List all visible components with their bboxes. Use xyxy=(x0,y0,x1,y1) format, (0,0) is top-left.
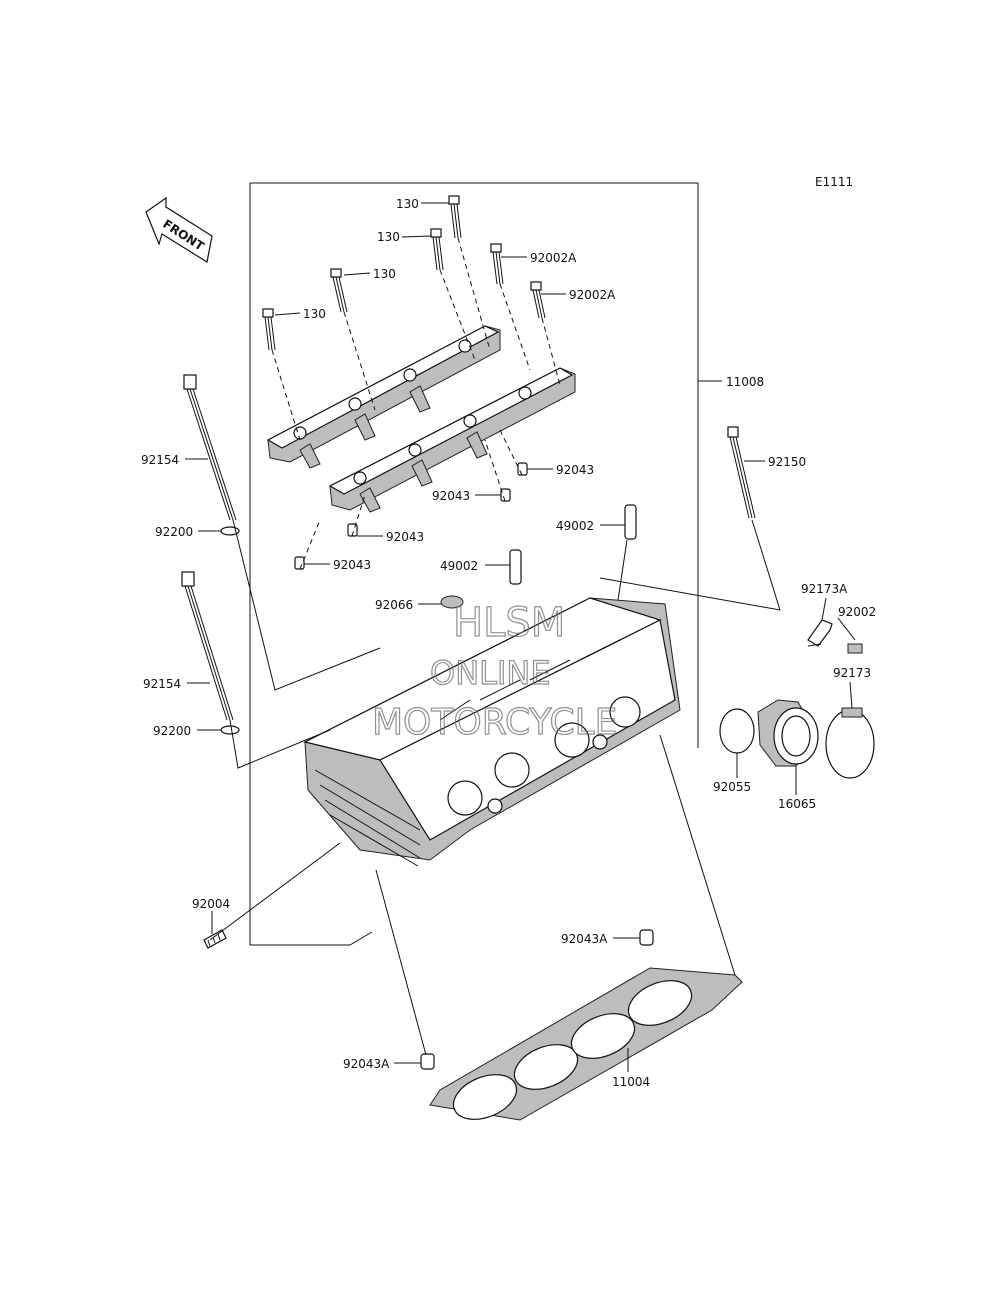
callout-92043A: 92043A xyxy=(343,1057,390,1071)
hose-clamp xyxy=(825,707,875,779)
intake-holder xyxy=(757,699,819,767)
watermark: HLSM ONLINE MOTORCYCLE xyxy=(371,599,618,743)
callout-92173: 92173 xyxy=(833,666,871,680)
callout-labels: 130 130 130 130 92002A 92002A 11008 9215… xyxy=(141,197,876,1089)
watermark-line-1: HLSM xyxy=(453,600,565,646)
callout-92043: 92043 xyxy=(556,463,594,477)
cap-bolts xyxy=(262,195,546,351)
callout-49002: 49002 xyxy=(556,519,594,533)
plug xyxy=(440,595,464,609)
callout-92043: 92043 xyxy=(386,530,424,544)
callout-92043: 92043 xyxy=(333,558,371,572)
head-gasket xyxy=(429,967,743,1121)
callout-92055: 92055 xyxy=(713,780,751,794)
assembly-lines xyxy=(209,237,781,1056)
callout-92043: 92043 xyxy=(432,489,470,503)
callout-92173A: 92173A xyxy=(801,582,848,596)
camshaft-cap-lower xyxy=(328,367,576,513)
o-ring xyxy=(719,708,755,754)
watermark-line-2: ONLINE xyxy=(430,654,551,692)
callout-leaders xyxy=(185,202,856,1072)
callout-92200: 92200 xyxy=(155,525,193,539)
cylinder-head xyxy=(303,597,681,867)
callout-92002A: 92002A xyxy=(530,251,577,265)
callout-92002A: 92002A xyxy=(569,288,616,302)
stud-right xyxy=(727,426,756,519)
dowel-a-upper xyxy=(639,929,654,946)
callout-92004: 92004 xyxy=(192,897,230,911)
dowel-a-lower xyxy=(420,1053,435,1070)
callout-16065: 16065 xyxy=(778,797,816,811)
callout-130: 130 xyxy=(373,267,396,281)
oil-pipes xyxy=(509,504,637,585)
callout-92154: 92154 xyxy=(141,453,179,467)
assembly-frame xyxy=(249,182,699,946)
callout-130: 130 xyxy=(303,307,326,321)
studs-left xyxy=(181,374,240,735)
callout-92150: 92150 xyxy=(768,455,806,469)
callout-130: 130 xyxy=(377,230,400,244)
callout-92002: 92002 xyxy=(838,605,876,619)
callout-92154: 92154 xyxy=(143,677,181,691)
callout-49002: 49002 xyxy=(440,559,478,573)
callout-11004: 11004 xyxy=(612,1075,650,1089)
callout-130: 130 xyxy=(396,197,419,211)
diagram-code: E1111 xyxy=(815,175,853,189)
callout-92200: 92200 xyxy=(153,724,191,738)
watermark-line-3: MOTORCYCLE xyxy=(372,702,617,743)
callout-92066: 92066 xyxy=(375,598,413,612)
callout-92043A: 92043A xyxy=(561,932,608,946)
callout-11008: 11008 xyxy=(726,375,764,389)
camshaft-cap-upper xyxy=(266,325,501,469)
